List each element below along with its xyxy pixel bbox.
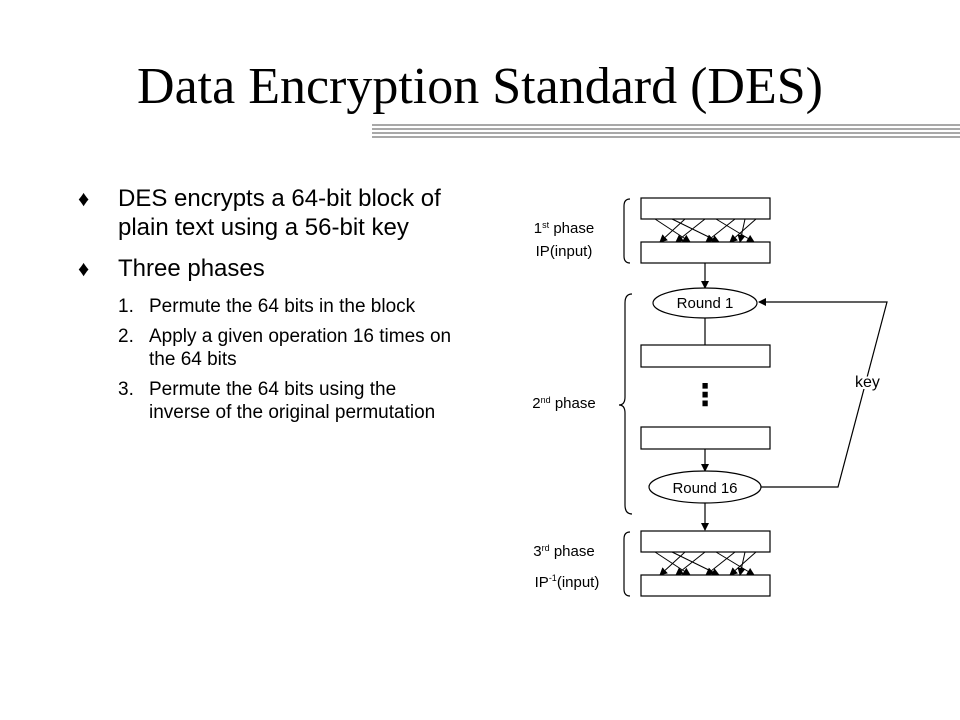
diamond-bullet-icon: ♦ (78, 186, 90, 211)
key-label: key (855, 374, 880, 391)
step-text: Permute the 64 bits using the inverse of… (149, 379, 436, 423)
ellipsis: ⋮ (690, 379, 720, 412)
bullet-item: ♦ Three phases (76, 254, 456, 283)
diamond-bullet-icon: ♦ (78, 256, 90, 281)
step-item: 1. Permute the 64 bits in the block (76, 295, 456, 318)
round-box-bottom (640, 426, 771, 450)
phase1-label: 1st phase (534, 220, 594, 237)
title-underline-rule (372, 124, 960, 140)
phase3-sublabel: IP-1(input) (535, 573, 600, 591)
step-number: 1. (118, 296, 134, 317)
bullet-text: DES encrypts a 64-bit block of plain tex… (118, 185, 441, 241)
phase1-sublabel: IP(input) (536, 243, 593, 260)
round-box-top (640, 344, 771, 368)
phase2-brace (618, 293, 633, 515)
phase1-brace (623, 198, 631, 264)
bullet-text: Three phases (118, 255, 265, 282)
round-16-label: Round 16 (672, 480, 737, 497)
step-number: 3. (118, 379, 134, 400)
phase3-brace (623, 531, 631, 597)
ip-output-box (640, 241, 771, 264)
step-number: 2. (118, 326, 134, 347)
phase3-label: 3rd phase (533, 543, 594, 560)
round-1-label: Round 1 (677, 295, 734, 312)
step-item: 3. Permute the 64 bits using the inverse… (76, 378, 456, 424)
step-text: Apply a given operation 16 times on the … (149, 326, 452, 370)
bullet-list: ♦ DES encrypts a 64-bit block of plain t… (76, 184, 456, 431)
ip-inverse-output-box (640, 574, 771, 597)
phase2-label: 2nd phase (532, 395, 595, 412)
bullet-item: ♦ DES encrypts a 64-bit block of plain t… (76, 184, 456, 242)
step-item: 2. Apply a given operation 16 times on t… (76, 325, 456, 371)
ip-inverse-input-box (640, 530, 771, 553)
permutation-arrows (654, 218, 757, 243)
key-label: key (855, 374, 880, 391)
inverse-permutation-arrows (654, 551, 757, 576)
step-text: Permute the 64 bits in the block (149, 296, 416, 317)
key-feedback-line (758, 298, 888, 488)
ip-input-box (640, 197, 771, 220)
slide-title: Data Encryption Standard (DES) (137, 58, 823, 115)
